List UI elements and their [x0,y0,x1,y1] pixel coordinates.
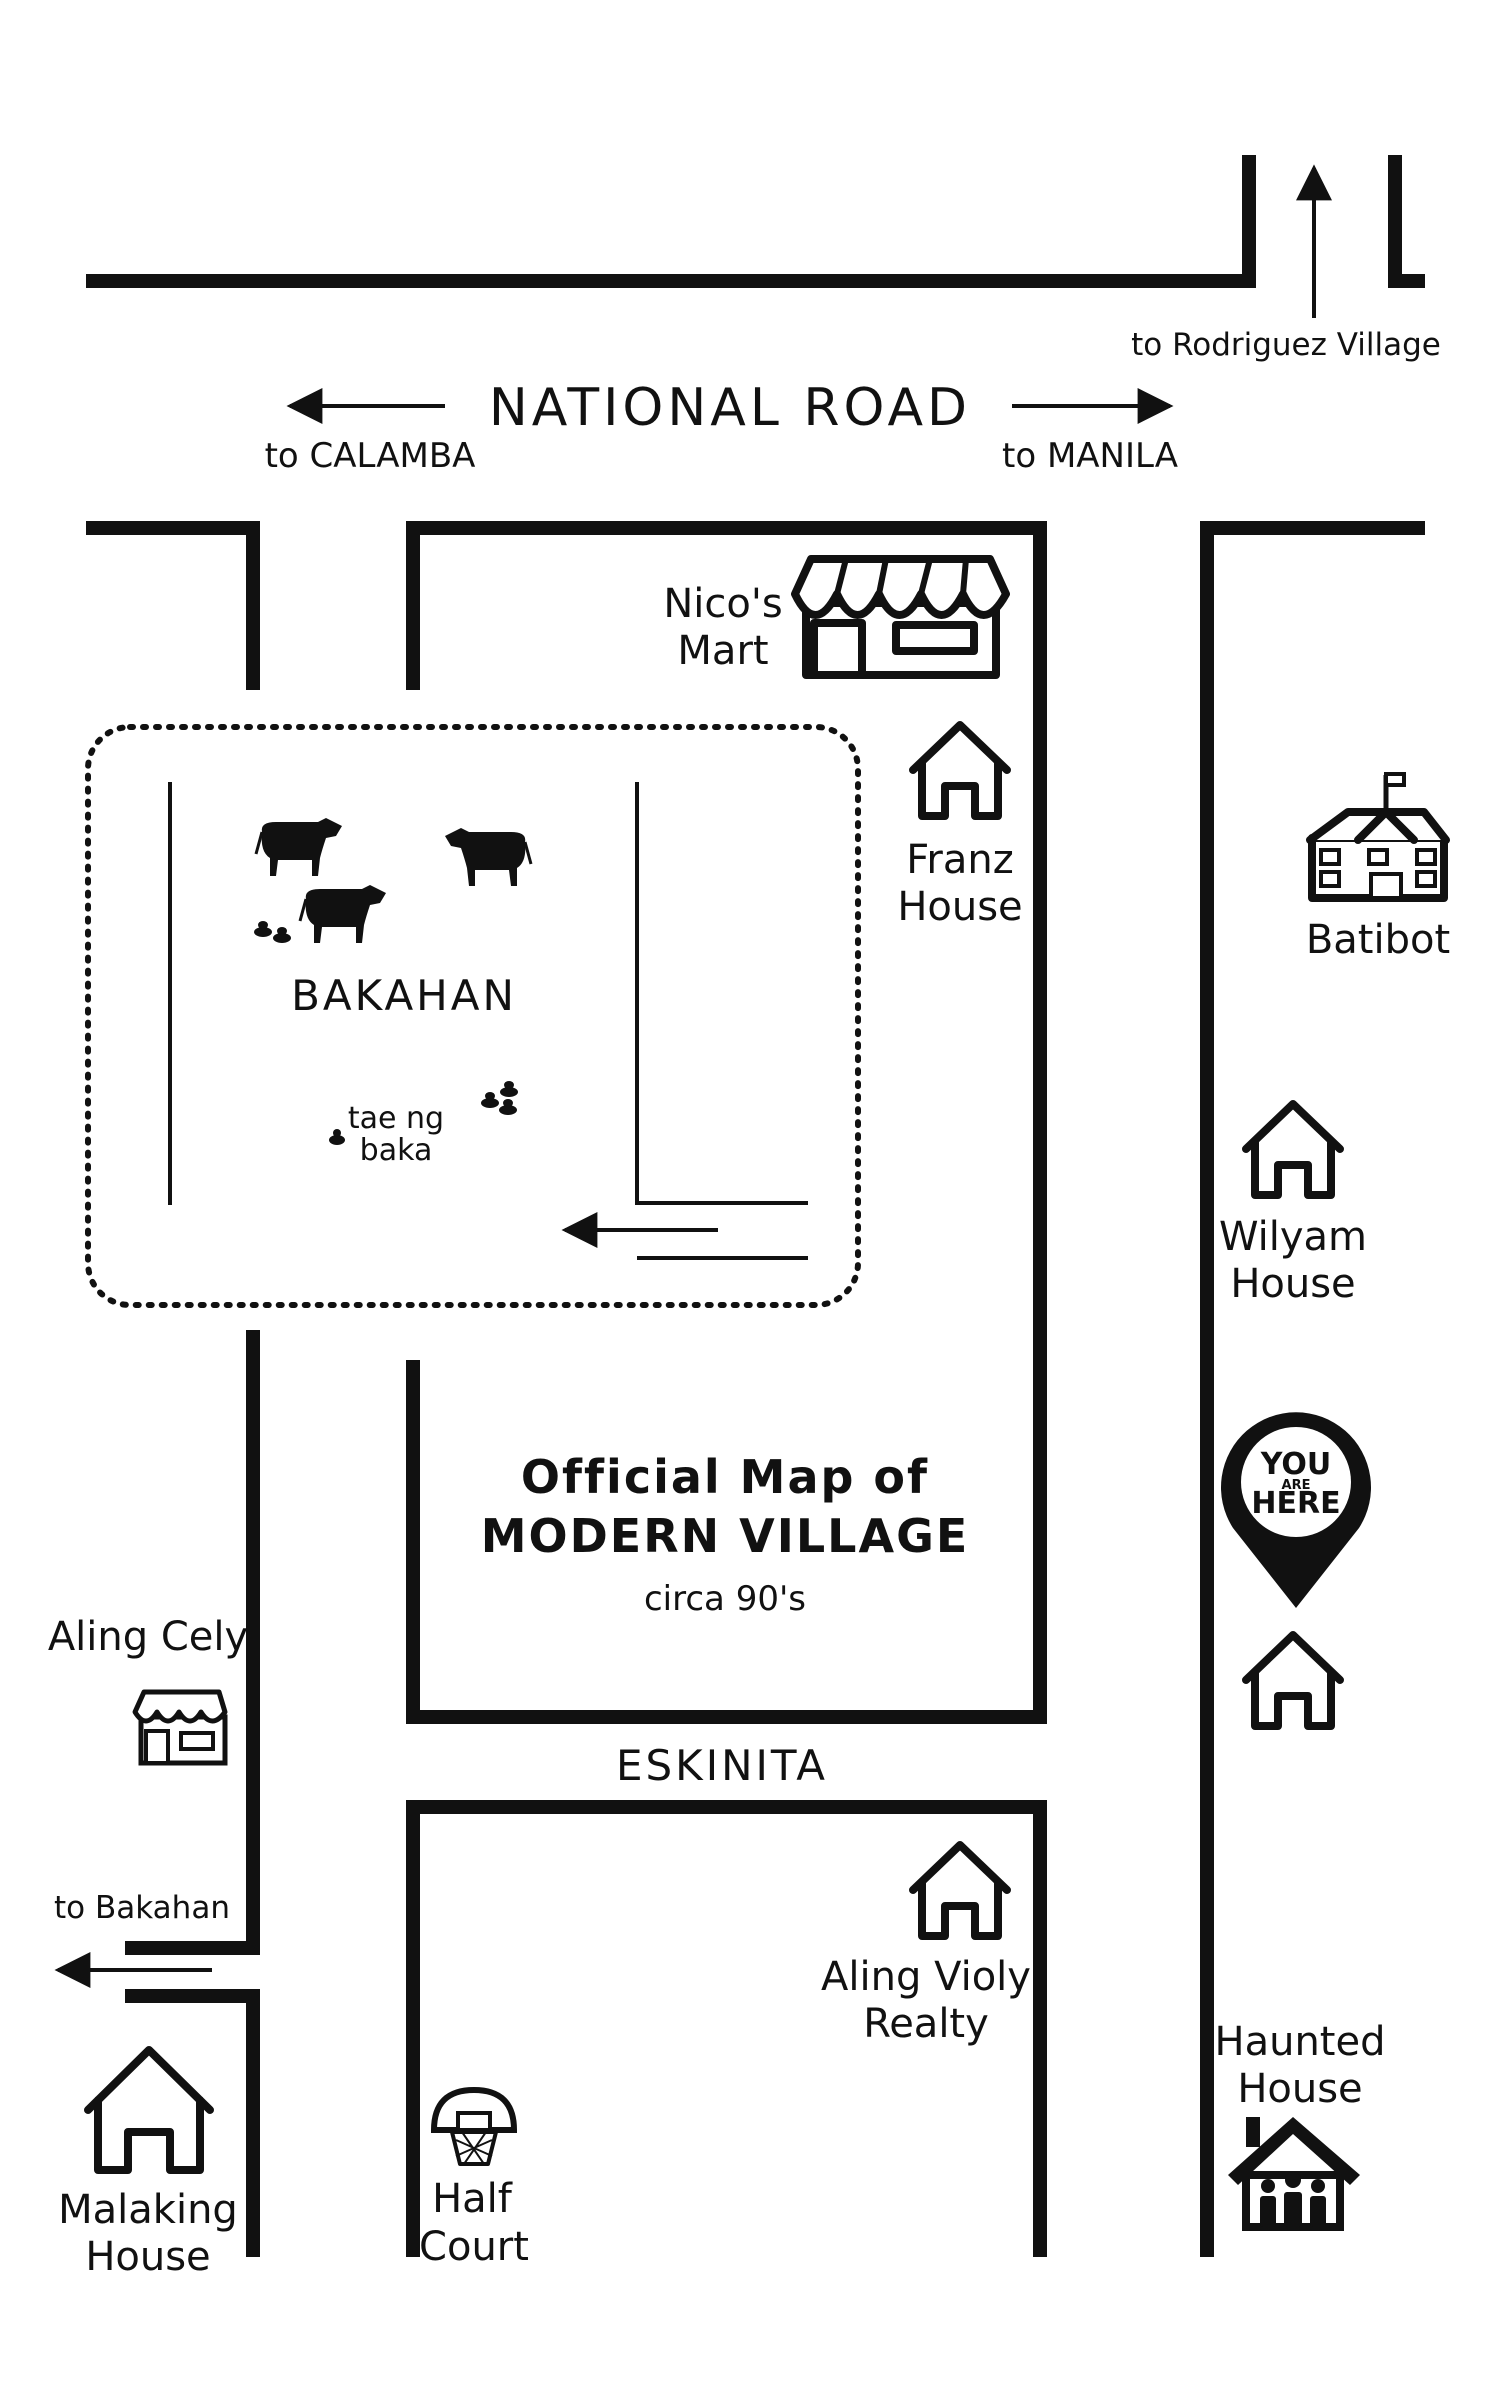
half-court-label-1: Half [432,2176,513,2222]
to-manila-label: to MANILA [1002,436,1178,476]
direction-arrows [54,164,1332,1988]
eskinita-label: ESKINITA [616,1741,828,1790]
cow-icon [445,828,533,886]
franz-house-label-1: Franz [906,837,1013,883]
store-icon [791,555,1010,679]
house-icon [84,2046,214,2174]
dung-icon [254,921,291,943]
marker-here: HERE [1251,1486,1340,1521]
house-icon [909,1841,1011,1940]
wilyam-house-label-1: Wilyam [1219,1214,1367,1260]
aling-violy-label-2: Realty [863,2001,989,2047]
basketball-hoop-icon [430,2086,518,2166]
wilyam-house-label-2: House [1230,1261,1355,1307]
national-road-label: NATIONAL ROAD [489,378,971,438]
marker-are: ARE [1282,1478,1311,1493]
store-icon [132,1689,228,1766]
bakahan-label: BAKAHAN [291,971,517,1020]
dung-icon [481,1081,518,1115]
road-lines [86,155,1425,2257]
map-title-line1: Official Map of [521,1450,929,1504]
to-bakahan-label: to Bakahan [54,1890,230,1926]
to-rodriguez-label: to Rodriguez Village [1131,327,1441,363]
school-icon [1306,772,1450,902]
half-court-label-2: Court [419,2224,529,2270]
aling-violy-label-1: Aling Violy [821,1954,1031,2000]
cow-icon [298,885,386,943]
house-icon [1242,1100,1344,1199]
tae-ng-baka-label-2: baka [360,1133,433,1168]
haunted-house-label-2: House [1237,2066,1362,2112]
haunted-house-label-1: Haunted [1215,2019,1386,2065]
tae-ng-baka-label-1: tae ng [348,1101,444,1136]
bakahan-area [85,724,861,1308]
franz-house-label-2: House [897,884,1022,930]
nicos-mart-label-1: Nico's [663,581,782,627]
malaking-house-label-1: Malaking [58,2187,238,2233]
to-calamba-label: to CALAMBA [265,436,476,476]
cow-icon [254,818,342,876]
batibot-label: Batibot [1306,917,1450,963]
map-title-line2: MODERN VILLAGE [481,1509,970,1563]
aling-cely-label: Aling Cely [48,1614,248,1660]
dung-icon [329,1129,345,1145]
marker-you: YOU [1260,1447,1332,1482]
nicos-mart-label-2: Mart [677,628,768,674]
malaking-house-label-2: House [85,2234,210,2280]
map-subtitle: circa 90's [644,1579,806,1619]
location-pin-icon: YOU ARE HERE [1221,1412,1371,1608]
house-icon [909,721,1011,820]
haunted-house-icon [1228,2117,1360,2231]
house-icon [1242,1631,1344,1730]
